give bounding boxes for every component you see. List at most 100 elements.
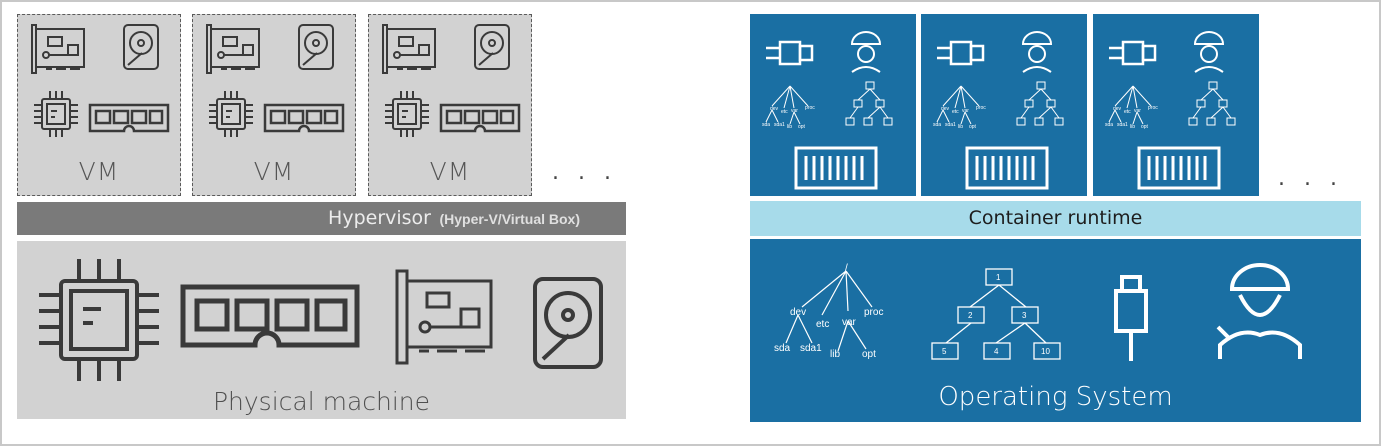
container-ellipsis: . . . [1278,166,1343,191]
svg-text:var: var [791,108,798,114]
svg-text:opt: opt [969,124,977,130]
process-tree-icon [1016,81,1064,126]
filesystem-tree-labels: / dev etc var proc sda sda1 lib opt [774,263,883,360]
svg-text:proc: proc [1148,105,1158,111]
process-10-label: 10 [1041,347,1050,356]
tree-var-label: var [842,317,857,328]
engineer-icon [1216,263,1302,359]
process-3-label: 3 [1022,311,1027,320]
hard-disk-icon [298,24,334,70]
vm-box: VM [368,14,532,196]
ram-icon [88,103,170,133]
svg-text:opt: opt [1141,124,1149,130]
ram-icon [263,103,345,133]
svg-text:sda1: sda1 [774,122,785,128]
container-runtime-label: Container runtime [968,207,1143,229]
filesystem-tree-icon [785,270,873,352]
filesystem-tree-icon [1108,85,1152,125]
hard-disk-icon [123,24,159,70]
process-tree-labels: 1 2 3 5 4 10 [942,273,1050,356]
process-tree-icon [845,81,893,126]
svg-text:etc: etc [1124,109,1131,115]
network-card-icon [382,24,436,74]
engineer-icon [850,31,882,73]
container-runtime-bar: Container runtime [750,201,1361,236]
svg-text:var: var [962,108,969,114]
hypervisor-sub-label: (Hyper-V/Virtual Box) [439,211,580,227]
process-tree-icon [1188,81,1236,126]
engineer-icon [1193,31,1225,73]
physical-hardware-icons [39,259,603,381]
svg-text:sda1: sda1 [945,122,956,128]
svg-text:sda: sda [933,122,941,128]
tree-dev-label: dev [790,307,806,318]
physical-machine-label: Physical machine [212,387,431,416]
process-tree-icon [931,268,1061,360]
tree-sda-label: sda [774,343,791,354]
svg-text:dev: dev [1113,106,1122,112]
svg-text:dev: dev [941,106,950,112]
tree-sda1-label: sda1 [800,343,822,354]
cpu-icon [34,91,78,137]
process-5-label: 5 [942,347,947,356]
vm-hardware-icons [382,24,521,137]
hard-disk-icon [533,277,603,369]
tree-etc-label: etc [816,319,829,330]
svg-text:lib: lib [958,124,963,130]
svg-text:opt: opt [798,124,806,130]
network-card-icon [206,24,260,74]
svg-text:dev: dev [770,106,779,112]
svg-text:proc: proc [976,105,986,111]
cpu-icon [209,91,253,137]
operating-system-label: Operating System [938,382,1173,412]
usb-plug-icon [937,40,985,66]
svg-text:lib: lib [787,124,792,130]
network-card-icon [395,269,493,365]
filesystem-tree-icon [765,85,809,125]
vm-hardware-icons [31,24,170,137]
os-icons: / dev etc var proc sda sda1 lib opt 1 2 … [774,263,1302,361]
physical-machine-box: Physical machine [17,241,626,419]
hard-disk-icon [474,24,510,70]
shipping-container-icon [965,146,1049,190]
svg-text:proc: proc [805,105,815,111]
vm-ellipsis: . . . [552,160,617,185]
usb-plug-icon [766,40,814,66]
hypervisor-bar: Hypervisor (Hyper-V/Virtual Box) [17,202,626,235]
svg-text:sda: sda [1105,122,1113,128]
vm-label: VM [429,157,471,186]
engineer-icon [1021,31,1053,73]
operating-system-box: / dev etc var proc sda sda1 lib opt 1 2 … [750,239,1361,422]
vm-box: VM [192,14,356,196]
svg-text:sda: sda [762,122,770,128]
cpu-icon [39,259,159,381]
shipping-container-icon [794,146,878,190]
usb-plug-icon [1109,40,1157,66]
tree-opt-label: opt [862,349,876,360]
cpu-icon [385,91,429,137]
vm-label: VM [253,157,295,186]
process-1-label: 1 [996,273,1001,282]
ram-icon [439,103,521,133]
vm-hardware-icons [206,24,345,137]
vm-box: VM [17,14,181,196]
shipping-container-icon [1137,146,1221,190]
filesystem-tree-icon [936,85,980,125]
hypervisor-label: Hypervisor [328,207,431,229]
tree-proc-label: proc [864,307,883,318]
tree-root-label: / [845,263,848,274]
svg-text:etc: etc [781,109,788,115]
tree-lib-label: lib [830,349,840,360]
usb-plug-icon [1114,275,1148,361]
process-4-label: 4 [994,347,999,356]
svg-text:etc: etc [952,109,959,115]
process-2-label: 2 [968,311,973,320]
